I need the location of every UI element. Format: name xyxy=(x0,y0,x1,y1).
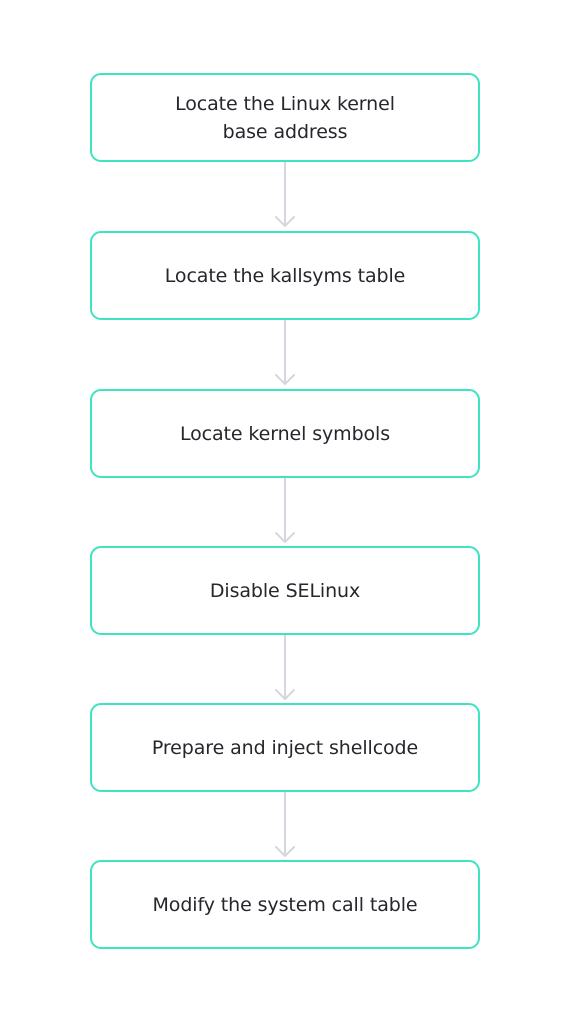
step-box-locate-kallsyms: Locate the kallsyms table xyxy=(90,231,480,320)
step-label: Locate the kallsyms table xyxy=(164,264,406,287)
arrow-down-icon xyxy=(275,635,295,703)
arrow-down-icon xyxy=(275,792,295,860)
step-box-locate-kernel-base: Locate the Linux kernel base address xyxy=(90,73,480,162)
step-label: Disable SELinux xyxy=(209,579,361,602)
step-label: Prepare and inject shellcode xyxy=(151,736,419,759)
arrow-down-icon xyxy=(275,320,295,388)
step-label: Locate kernel symbols xyxy=(179,422,391,445)
step-label: Modify the system call table xyxy=(152,893,418,916)
step-box-disable-selinux: Disable SELinux xyxy=(90,546,480,635)
step-label: Locate the Linux kernel base address xyxy=(175,92,395,143)
step-box-modify-syscall-table: Modify the system call table xyxy=(90,860,480,949)
step-box-locate-kernel-symbols: Locate kernel symbols xyxy=(90,389,480,478)
arrow-down-icon xyxy=(275,162,295,230)
arrow-down-icon xyxy=(275,478,295,546)
step-box-prepare-inject-shellcode: Prepare and inject shellcode xyxy=(90,703,480,792)
